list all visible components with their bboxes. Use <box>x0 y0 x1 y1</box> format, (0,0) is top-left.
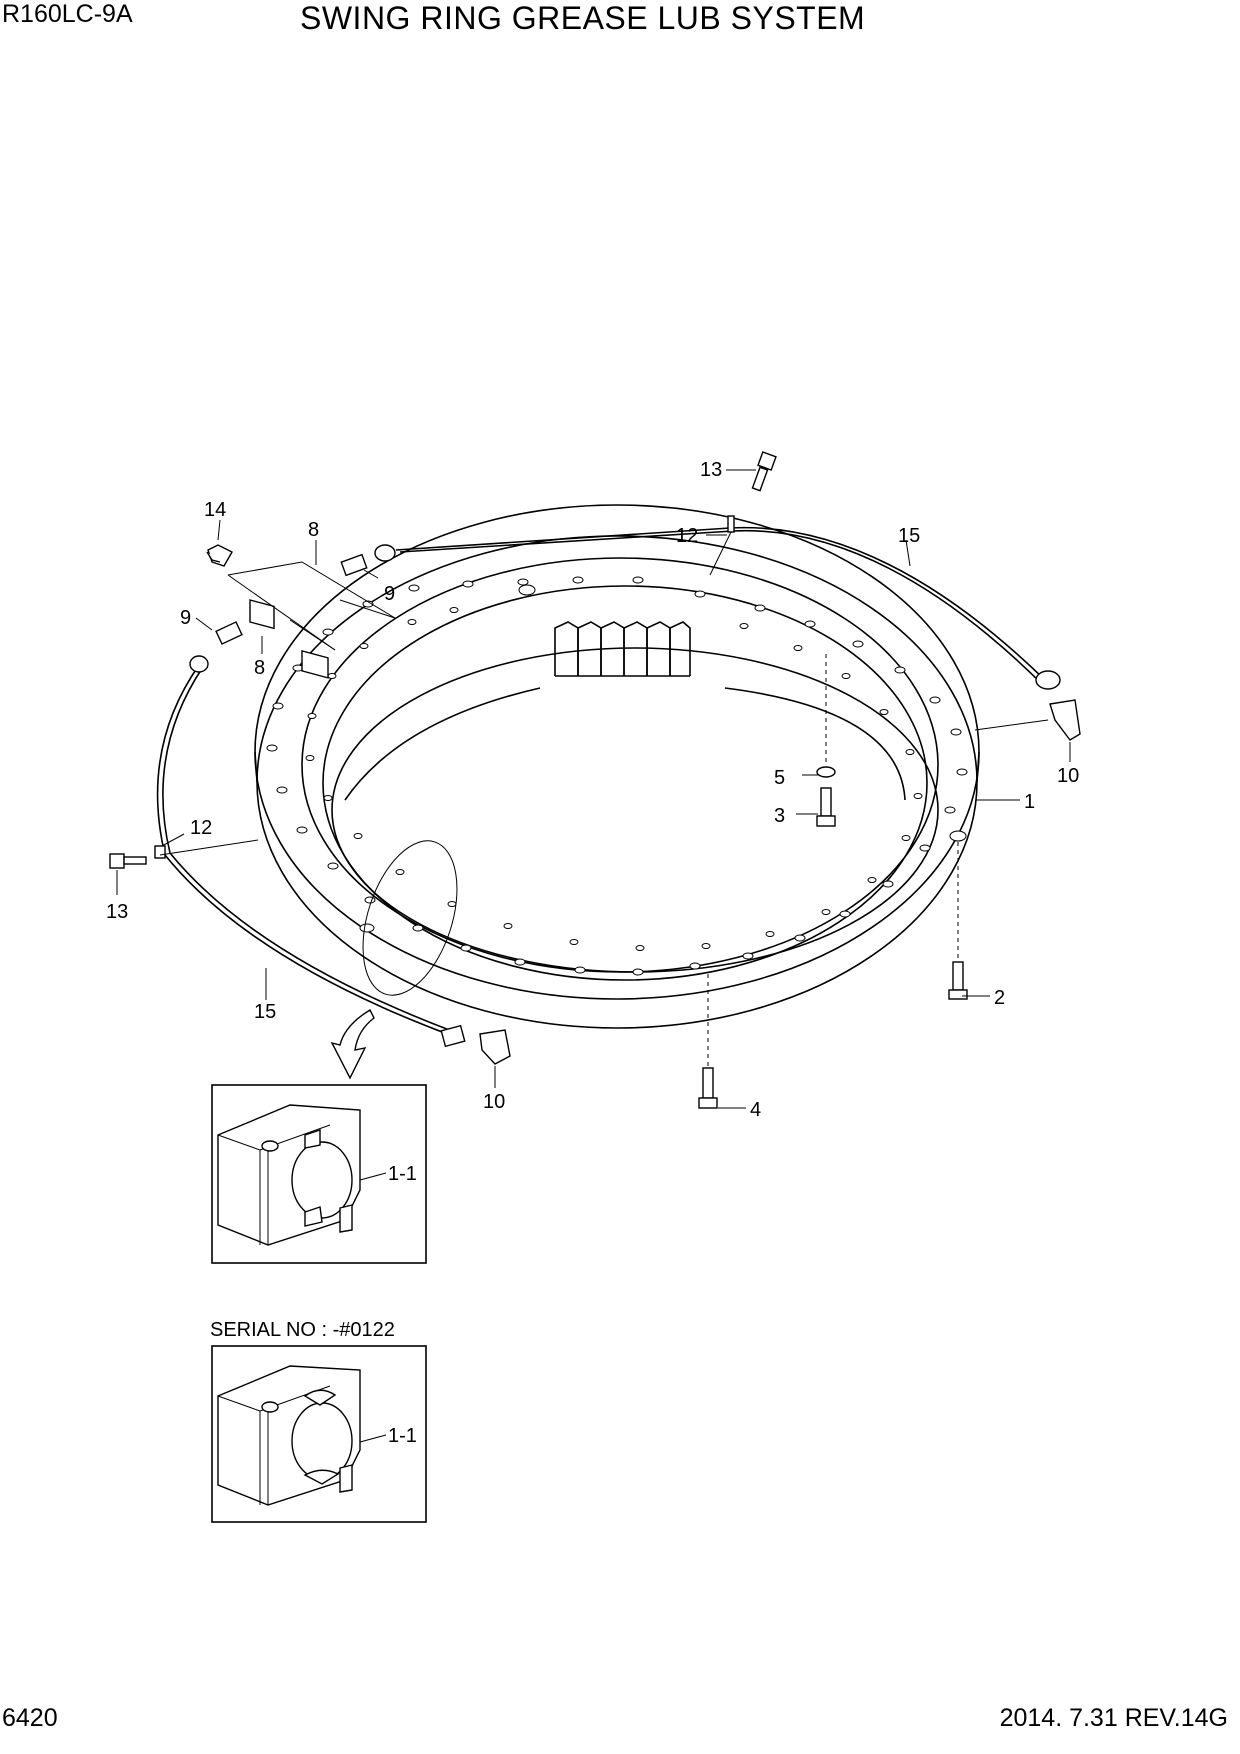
callout-5: 5 <box>774 767 785 789</box>
grease-lines <box>156 526 1046 1036</box>
callout-labels: 1 2 3 4 5 8 8 9 9 10 10 12 12 13 13 14 1… <box>106 459 1079 1121</box>
page-number: 6420 <box>2 1704 58 1732</box>
callout-1-1-view1: 1-1 <box>388 1163 417 1185</box>
clamp-bolt-left <box>109 853 147 869</box>
inner-bolt-holes <box>305 607 923 951</box>
callout-15-lower: 15 <box>254 1001 276 1023</box>
gear-teeth <box>554 621 691 677</box>
clamp-clip-left <box>154 839 259 859</box>
grease-port <box>359 923 375 933</box>
grease-port <box>518 584 536 596</box>
swing-ring <box>254 504 980 1029</box>
grease-port <box>949 830 967 842</box>
page-title: SWING RING GREASE LUB SYSTEM <box>300 0 866 36</box>
callout-1-1-view2: 1-1 <box>388 1425 417 1447</box>
adapter-lower <box>189 621 243 673</box>
detail-arrow <box>330 1009 375 1080</box>
grease-hose-upper <box>395 526 1046 681</box>
ring-inner-bore-top <box>331 647 939 973</box>
callout-9-lower: 9 <box>180 607 191 629</box>
grease-hose-lower <box>156 664 451 1036</box>
distribution-block-upper <box>301 650 329 679</box>
detail-circle <box>362 840 458 996</box>
callout-10-right: 10 <box>1057 765 1079 787</box>
bolt-2 <box>948 842 968 1000</box>
bolt-4 <box>698 974 718 1109</box>
elbow-fitting-right <box>974 670 1081 741</box>
callout-13-left: 13 <box>106 901 128 923</box>
callout-12-left: 12 <box>190 817 212 839</box>
clamp-clip-upper <box>709 515 735 576</box>
callout-1: 1 <box>1024 791 1035 813</box>
adapter-upper <box>340 544 396 577</box>
distribution-block-lower <box>249 599 275 630</box>
callout-9-upper: 9 <box>384 583 395 605</box>
revision-date: 2014. 7.31 REV.14G <box>999 1704 1228 1732</box>
elbow-fitting-left <box>440 1024 511 1065</box>
callout-13-upper: 13 <box>700 459 722 481</box>
ring-inner-lower-step <box>322 585 928 981</box>
detail-view-1: 1-1 <box>211 1084 427 1264</box>
model-number: R160LC-9A <box>2 0 133 28</box>
ring-outer-bottom-edge <box>256 535 978 1029</box>
callout-15-upper: 15 <box>898 525 920 547</box>
callout-leaders <box>116 469 1071 1109</box>
bolt-3-and-washer-5 <box>816 654 836 827</box>
clamp-bolt-upper <box>751 451 777 492</box>
callout-10-left: 10 <box>483 1091 505 1113</box>
grease-nipple <box>206 544 233 567</box>
outer-bolt-holes <box>266 576 968 976</box>
callout-4: 4 <box>750 1099 761 1121</box>
callout-2: 2 <box>994 987 1005 1009</box>
callout-12-upper: 12 <box>676 525 698 547</box>
callout-3: 3 <box>774 805 785 827</box>
callout-14: 14 <box>204 499 226 521</box>
detail-view-2: 1-1 <box>211 1345 427 1523</box>
callout-8-lower: 8 <box>254 657 265 679</box>
callout-8-upper: 8 <box>308 519 319 541</box>
serial-number-note: SERIAL NO : -#0122 <box>210 1319 395 1341</box>
